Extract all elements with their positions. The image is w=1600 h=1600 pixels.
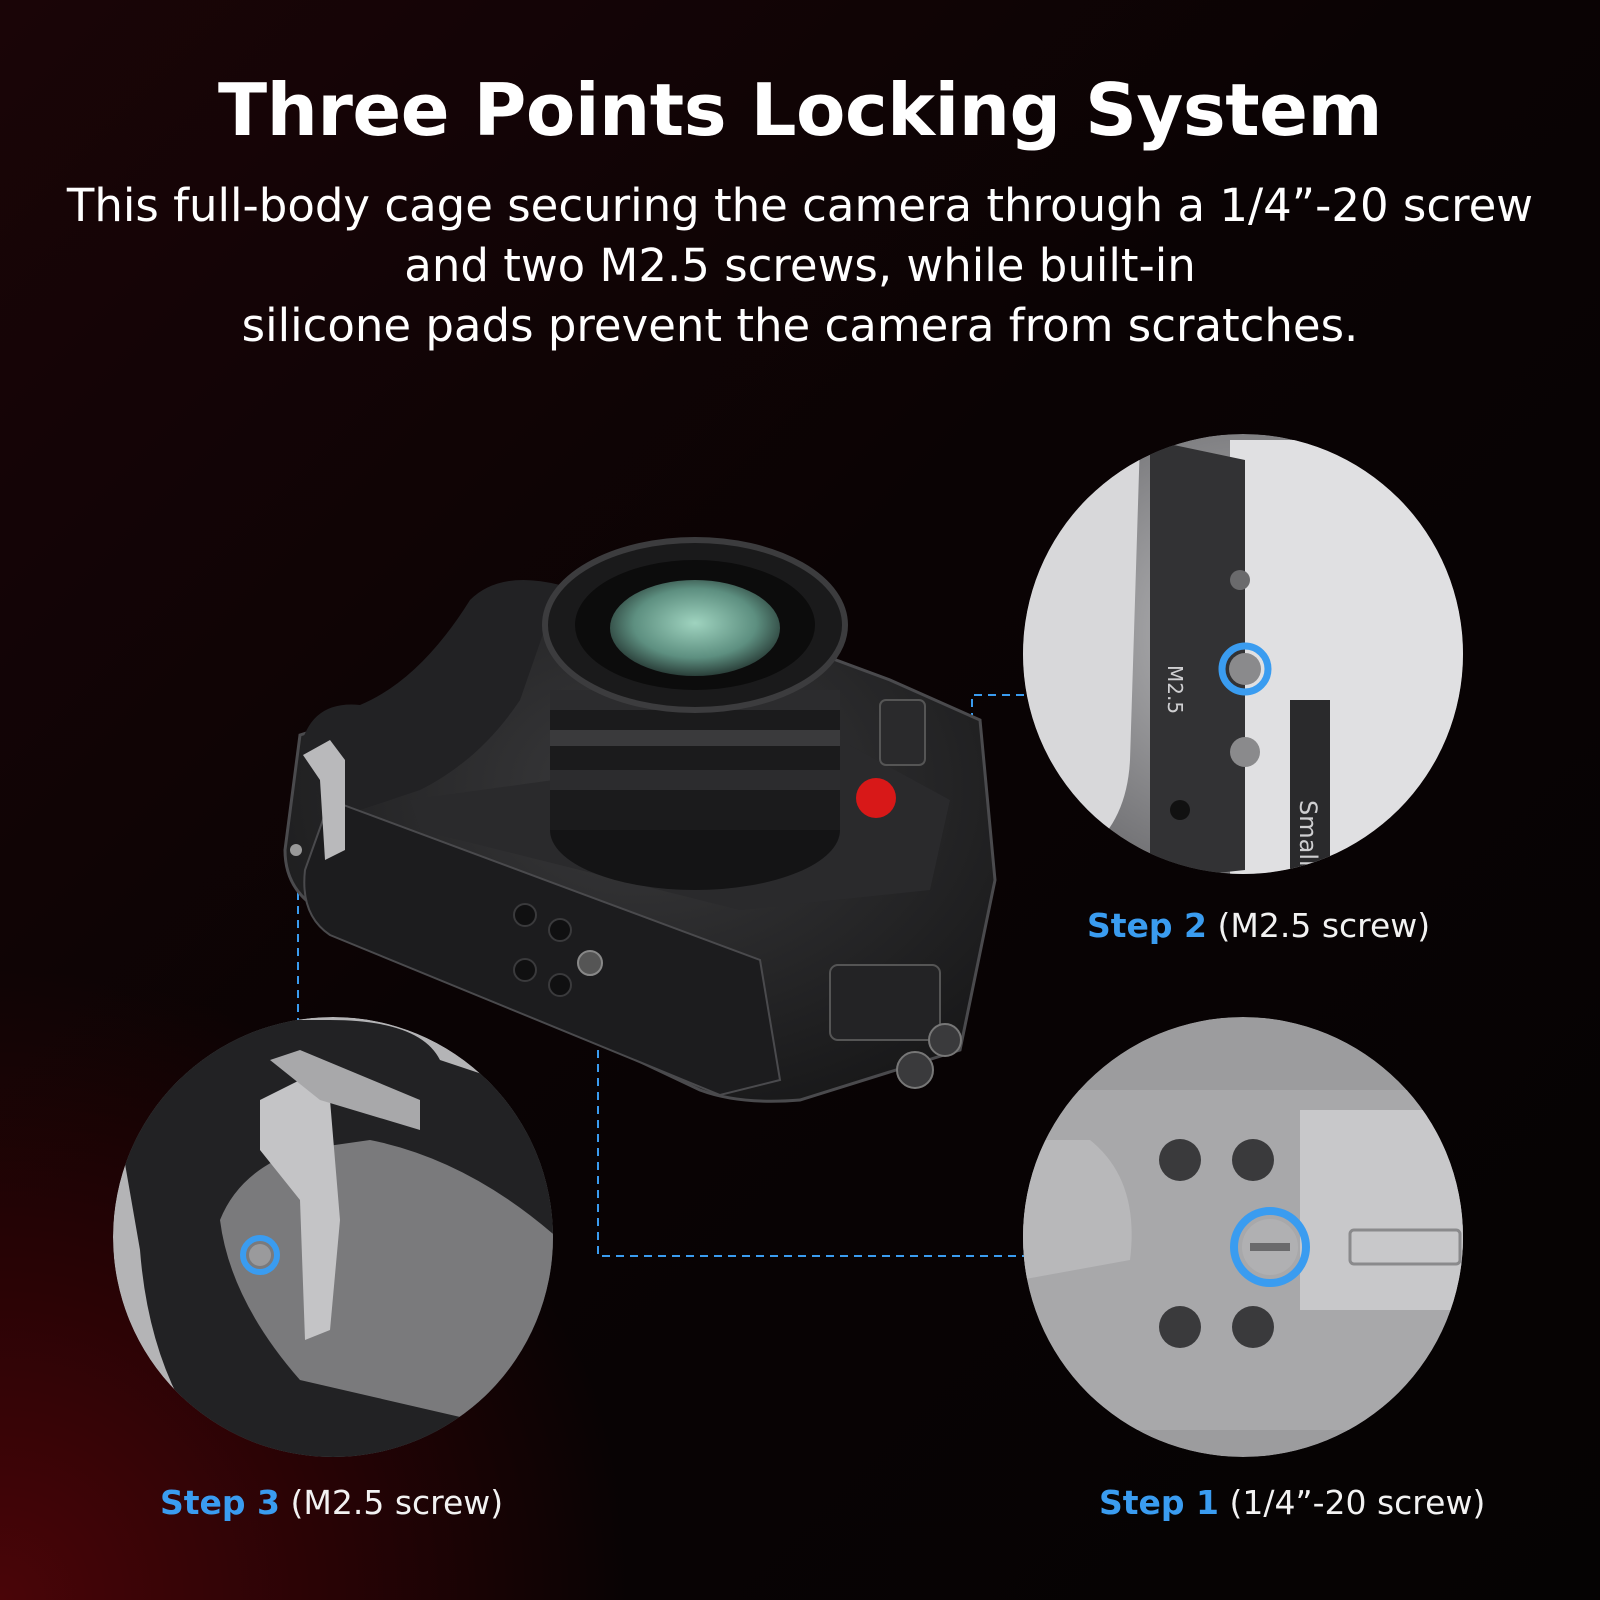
screw-size-imprint: M2.5: [1163, 665, 1187, 714]
red-dot-logo: [856, 778, 896, 818]
description-line-2: and two M2.5 screws, while built-in: [404, 239, 1196, 292]
caption-step-1-spec: (1/4”-20 screw): [1229, 1483, 1486, 1522]
caption-step-3-spec: (M2.5 screw): [290, 1483, 504, 1522]
zoom-step-3: [113, 1017, 553, 1457]
screw-highlight-step-2: [1218, 642, 1272, 696]
screw-highlight-step-3: [240, 1235, 280, 1275]
description-line-1: This full-body cage securing the camera …: [66, 179, 1534, 232]
brand-imprint: SmallR: [1294, 800, 1322, 883]
screw-highlight-step-1: [1230, 1207, 1310, 1287]
zoom-step-2: M2.5 SmallR: [1023, 434, 1463, 883]
zoom-step-1: [1023, 1017, 1463, 1457]
description: This full-body cage securing the camera …: [40, 176, 1560, 356]
caption-step-3: Step 3 (M2.5 screw): [160, 1483, 503, 1522]
caption-step-2-label: Step 2: [1087, 906, 1207, 945]
caption-step-2-spec: (M2.5 screw): [1217, 906, 1431, 945]
connector-step-1: [597, 1008, 1045, 1257]
caption-step-1: Step 1 (1/4”-20 screw): [1099, 1483, 1485, 1522]
camera-with-cage: [283, 537, 997, 1103]
headline: Three Points Locking System: [218, 68, 1383, 152]
lens: [542, 537, 848, 890]
caption-step-2: Step 2 (M2.5 screw): [1087, 906, 1430, 945]
caption-step-1-label: Step 1: [1099, 1483, 1219, 1522]
caption-step-3-label: Step 3: [160, 1483, 280, 1522]
description-line-3: silicone pads prevent the camera from sc…: [241, 299, 1359, 352]
